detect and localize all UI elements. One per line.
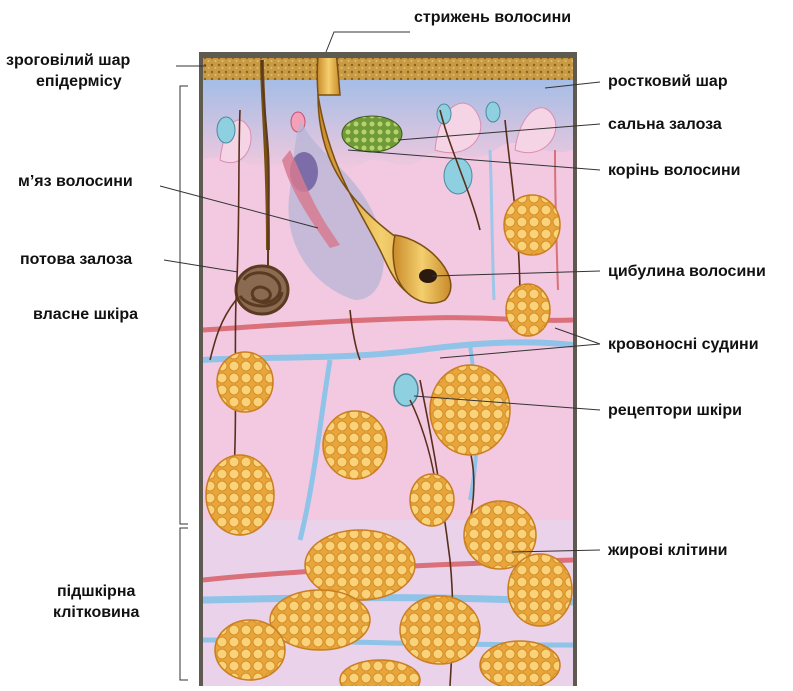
- label-growth-layer: ростковий шар: [608, 72, 728, 91]
- label-fat-cells: жирові клітини: [608, 541, 727, 560]
- label-sebaceous-gland: сальна залоза: [608, 115, 722, 134]
- horny-layer: [203, 58, 573, 80]
- leader-hair-shaft: [326, 32, 410, 52]
- skin-receptor: [394, 374, 418, 406]
- label-skin-receptors: рецептори шкіри: [608, 401, 742, 420]
- bracket-subcutaneous: [180, 528, 188, 680]
- label-dermis: власне шкіра: [33, 305, 138, 324]
- receptor-oval: [437, 104, 451, 124]
- label-sweat-gland: потова залоза: [20, 250, 132, 269]
- label-subcutaneous-1: підшкірна: [57, 582, 135, 601]
- sebaceous-gland-shape: [342, 116, 402, 152]
- sweat-gland-coil: [236, 266, 288, 314]
- receptor-oval: [217, 117, 235, 143]
- receptor-oval: [486, 102, 500, 122]
- label-hair-root: корінь волосини: [608, 161, 740, 180]
- bracket-dermis: [180, 86, 188, 524]
- label-horny-layer-2: епідермісу: [36, 72, 122, 91]
- label-hair-muscle: м’яз волосини: [18, 172, 133, 191]
- label-horny-layer-1: зроговілий шар: [6, 51, 130, 70]
- label-hair-bulb: цибулина волосини: [608, 262, 766, 281]
- label-hair-shaft: стрижень волосини: [414, 8, 571, 27]
- label-blood-vessels: кровоносні судини: [608, 335, 759, 354]
- label-subcutaneous-2: клітковина: [53, 603, 139, 622]
